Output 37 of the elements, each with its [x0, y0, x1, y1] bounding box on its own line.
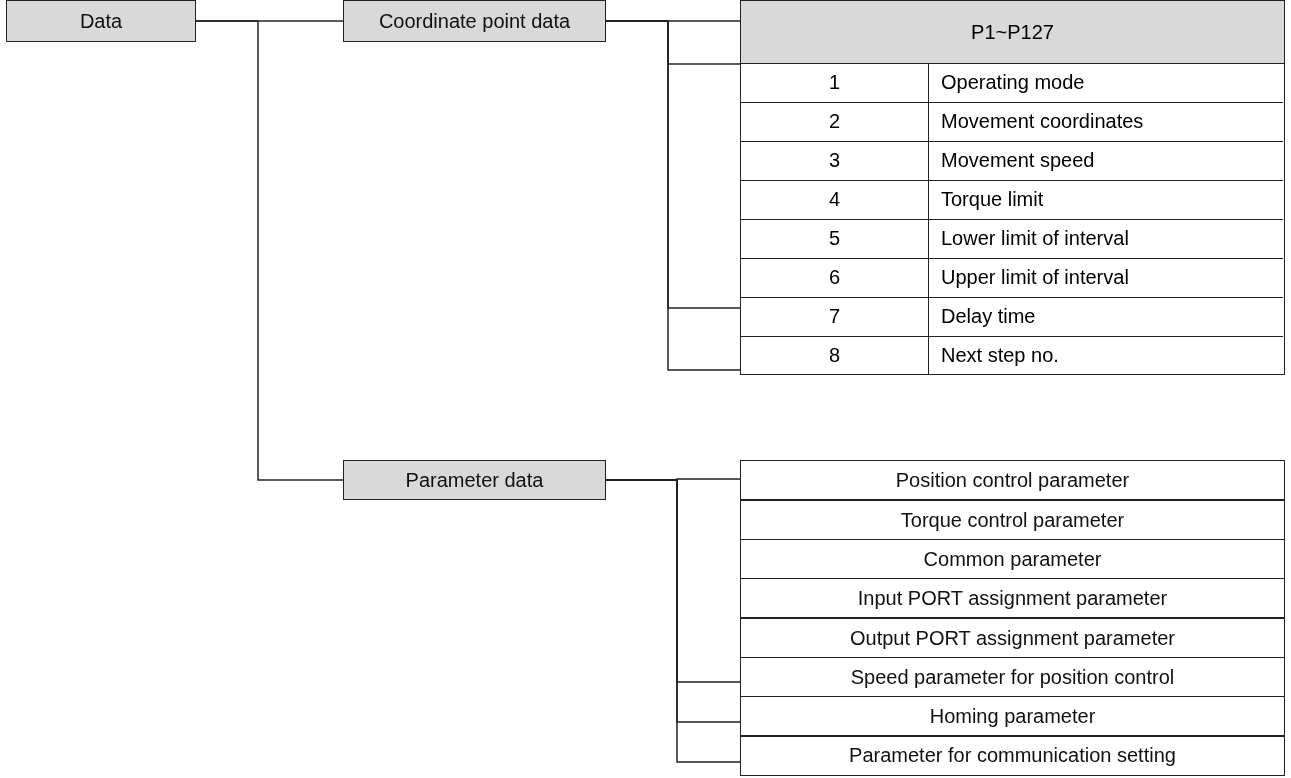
list-row: Speed parameter for position control [740, 656, 1285, 698]
category-box: Coordinate point data [343, 0, 606, 42]
table-cell: 8 [741, 336, 929, 375]
table-cell: 1 [741, 63, 929, 102]
table-cell-text: Operating mode [940, 70, 1086, 95]
table-cell-text: Movement speed [940, 148, 1096, 173]
list-row: Input PORT assignment parameter [740, 577, 1285, 619]
table-cell: 2 [741, 102, 929, 141]
list-row: Parameter for communication setting [740, 735, 1285, 776]
list-row: Position control parameter [740, 460, 1285, 501]
table-row [741, 257, 1283, 297]
table-row [741, 140, 1283, 180]
data-table [740, 0, 1285, 375]
category-box: Data [6, 0, 196, 42]
table-cell-text: Upper limit of interval [940, 265, 1130, 290]
table-cell-text: Lower limit of interval [940, 226, 1130, 251]
table-cell-text: Delay time [940, 304, 1037, 329]
table-cell: 4 [741, 180, 929, 219]
list-row: Output PORT assignment parameter [740, 617, 1285, 658]
connector-line [195, 20, 344, 481]
table-cell-text: Next step no. [940, 343, 1060, 368]
list-row: Homing parameter [740, 695, 1285, 737]
table-cell-text: Movement coordinates [940, 109, 1145, 134]
table-cell-text: Torque limit [940, 187, 1045, 212]
table-cell: 3 [741, 141, 929, 180]
list-row: Common parameter [740, 538, 1285, 580]
list-row: Torque control parameter [740, 499, 1285, 541]
table-row [741, 335, 1283, 375]
table-row [741, 218, 1283, 258]
table-cell: 6 [741, 258, 929, 297]
table-row [741, 179, 1283, 219]
table-cell: 5 [741, 219, 929, 258]
table-row [741, 101, 1283, 141]
table-header: P1~P127 [741, 1, 1284, 64]
category-box: Parameter data [343, 460, 606, 500]
table-cell: 7 [741, 297, 929, 336]
table-row [741, 296, 1283, 336]
